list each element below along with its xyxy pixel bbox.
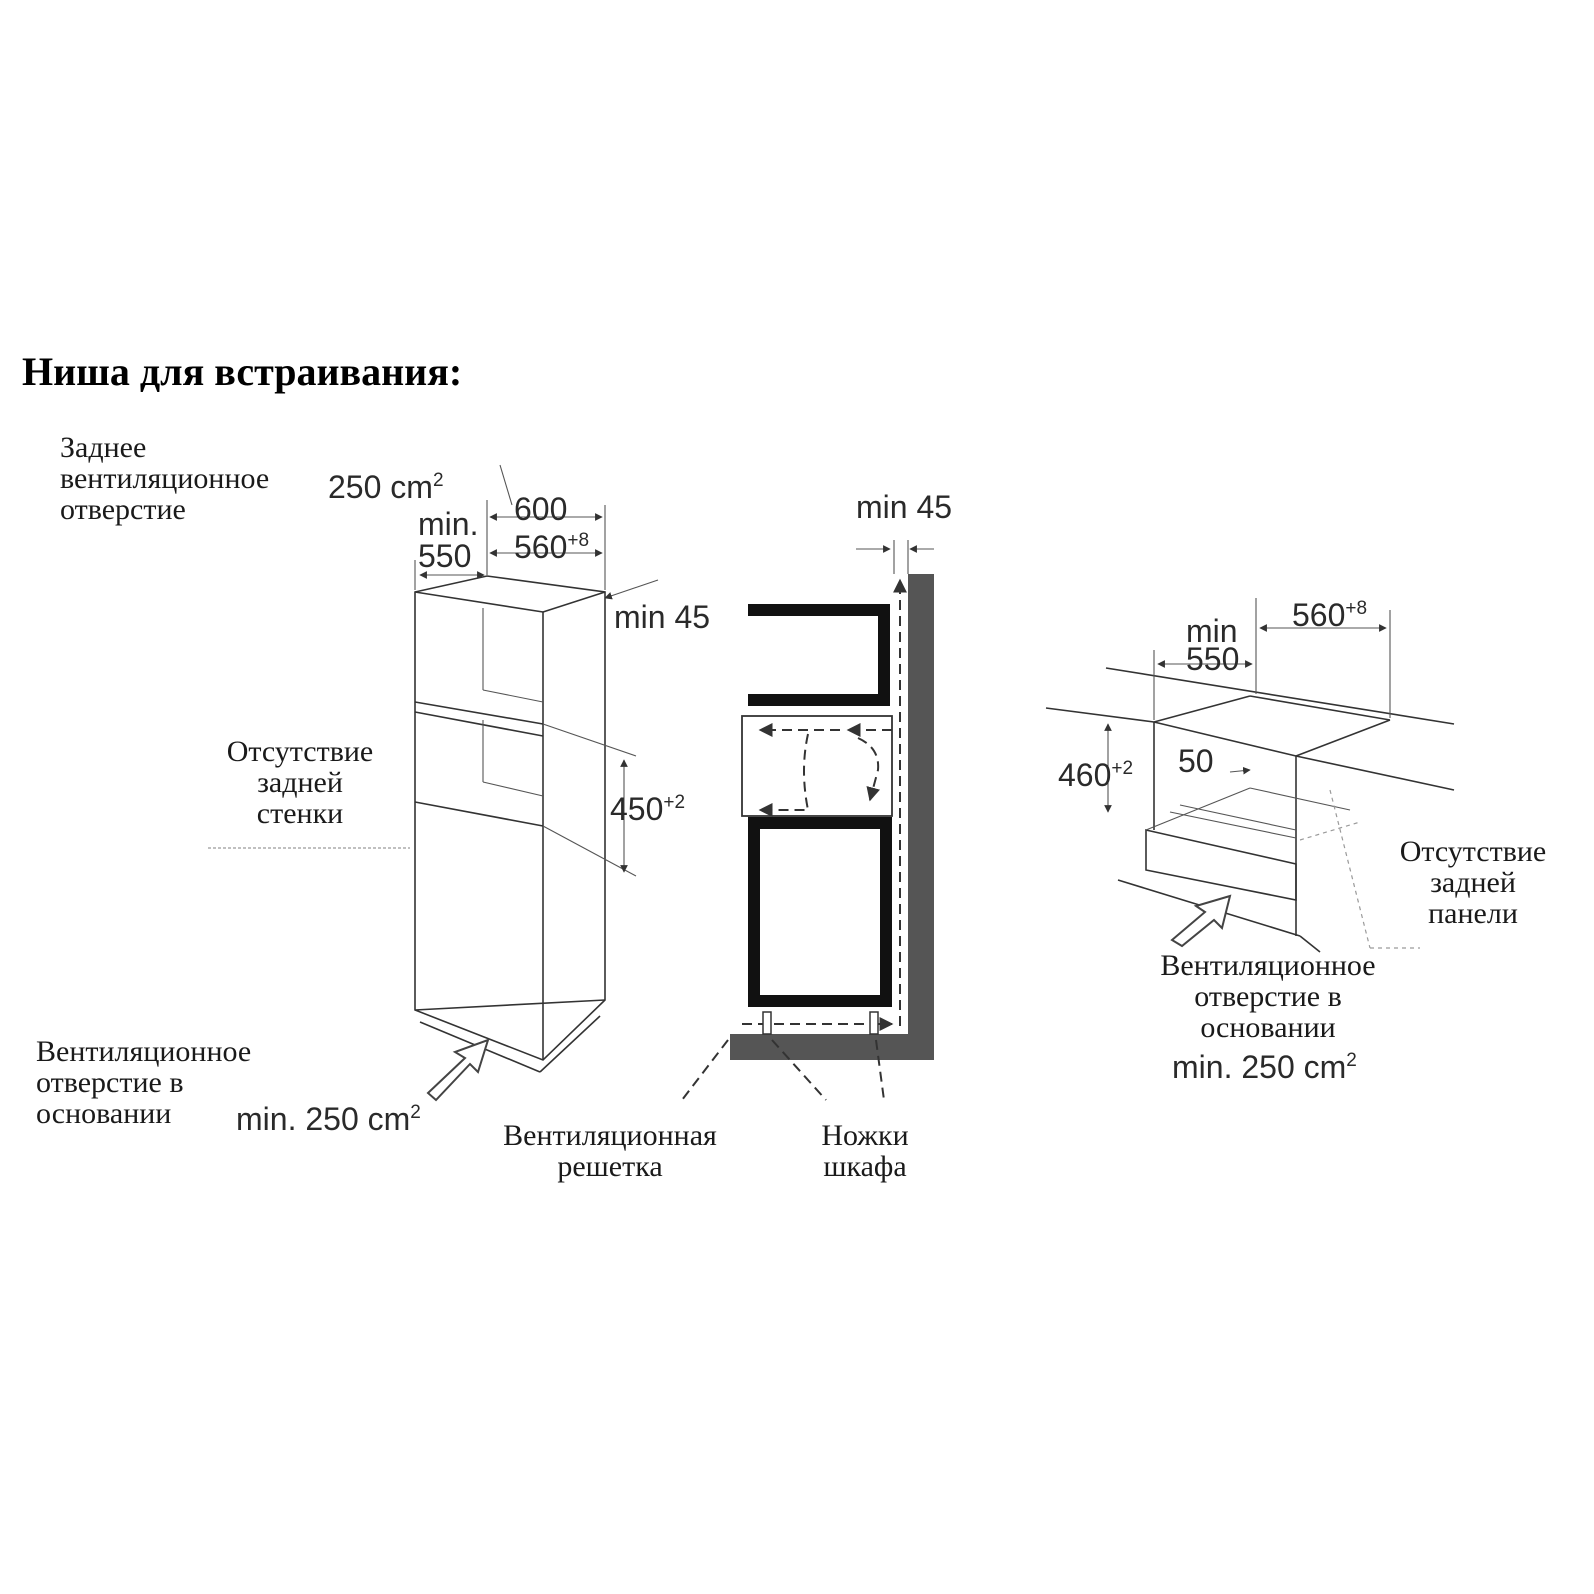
rear-vent-label-line: отверстие — [60, 493, 186, 526]
page-title: Ниша для встраивания: — [22, 349, 463, 394]
min45-center-dimension: min 45 — [856, 489, 952, 525]
section-view — [681, 540, 934, 1101]
height-460-dimension: 460+2 — [1058, 757, 1133, 793]
cabinet-legs-label-line: Ножки — [821, 1119, 909, 1152]
right-550-dimension: 550 — [1186, 641, 1239, 677]
rear-vent-label: Заднее вентиляционное отверстие — [60, 432, 269, 525]
no-back-wall-label-line: задней — [257, 766, 343, 799]
width-560-dimension: 560+8 — [514, 529, 589, 565]
no-back-wall-label: Отсутствие задней стенки — [210, 736, 390, 829]
width-600-dimension: 600 — [514, 491, 567, 527]
base-area-right-dimension: min. 250 cm2 — [1172, 1049, 1357, 1085]
vent-grille-label-line: решетка — [557, 1150, 663, 1183]
rear-vent-label-line: вентиляционное — [60, 462, 270, 495]
base-area-left-dimension: min. 250 cm2 — [236, 1101, 421, 1137]
no-back-panel-label: Отсутствие задней панели — [1384, 836, 1562, 929]
rear-area-dimension: 250 cm2 — [328, 469, 444, 505]
depth-550-dimension: 550 — [418, 538, 471, 574]
no-back-panel-label-line: панели — [1428, 897, 1518, 930]
cabinet-legs-label-line: шкафа — [823, 1150, 907, 1183]
min45-left-dimension: min 45 — [614, 599, 710, 635]
no-back-wall-label-line: Отсутствие — [226, 735, 374, 768]
vent-grille-label-line: Вентиляционная — [503, 1119, 717, 1152]
no-back-panel-label-line: Отсутствие — [1399, 835, 1547, 868]
cabinet-legs-label: Ножки шкафа — [800, 1120, 930, 1182]
base-vent-right-label-line: основании — [1200, 1011, 1336, 1044]
base-vent-left-label: Вентиляционное отверстие в основании — [36, 1036, 251, 1129]
base-vent-right-label-line: Вентиляционное — [1160, 949, 1376, 982]
right-560-dimension: 560+8 — [1292, 597, 1367, 633]
base-vent-right-label: Вентиляционное отверстие в основании — [1140, 950, 1396, 1043]
base-vent-right-label-line: отверстие в — [1194, 980, 1342, 1013]
min-label-right: min — [1186, 613, 1238, 649]
base-vent-left-label-line: отверстие в — [36, 1066, 184, 1099]
rear-vent-label-line: Заднее — [60, 431, 147, 464]
base-vent-left-label-line: Вентиляционное — [36, 1035, 252, 1068]
no-back-panel-label-line: задней — [1430, 866, 1516, 899]
height-450-dimension: 450+2 — [610, 791, 685, 827]
min-label-left: min. — [418, 506, 478, 542]
base-vent-left-label-line: основании — [36, 1097, 172, 1130]
tall-cabinet — [208, 464, 659, 1102]
undercounter-niche — [1045, 598, 1455, 953]
no-back-wall-label-line: стенки — [256, 797, 344, 830]
vent-grille-label: Вентиляционная решетка — [480, 1120, 740, 1182]
gap-50-dimension: 50 — [1178, 743, 1214, 779]
